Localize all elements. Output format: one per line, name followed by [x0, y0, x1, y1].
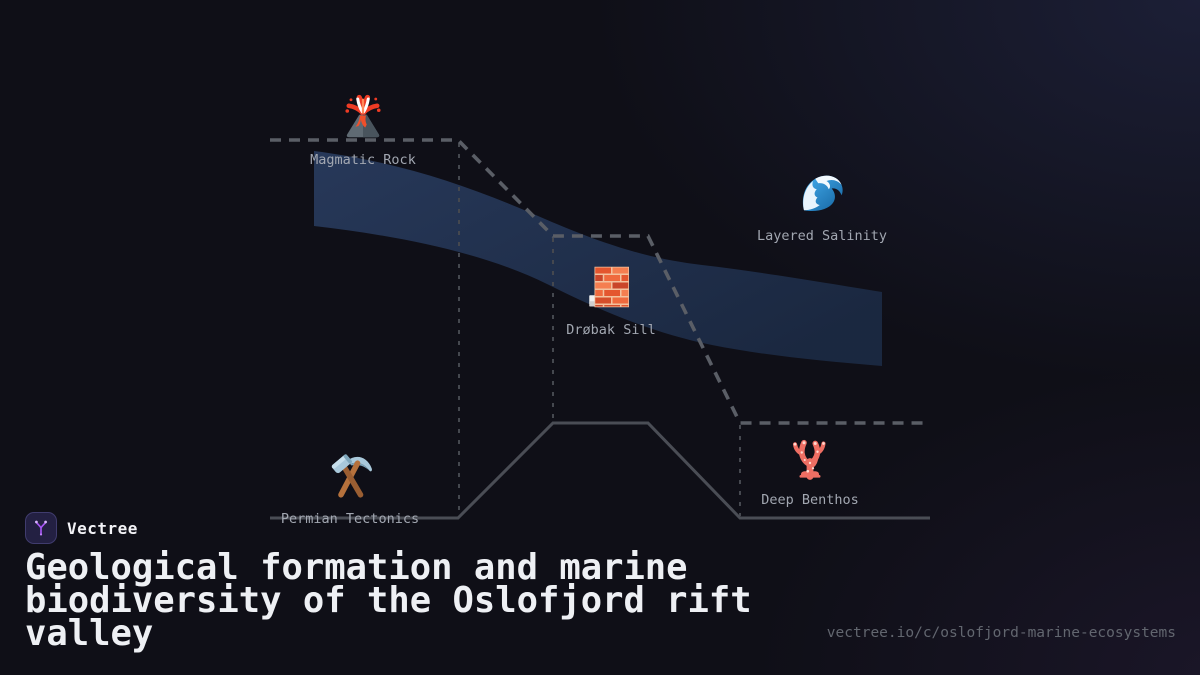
- node-drobak-sill: Drøbak Sill: [491, 260, 731, 339]
- node-label-magmatic-rock: Magmatic Rock: [310, 152, 416, 168]
- node-label-permian-tectonics: Permian Tectonics: [280, 511, 420, 527]
- coral-icon: [783, 430, 837, 484]
- node-deep-benthos: Deep Benthos: [690, 430, 930, 509]
- seafloor-profile-line: [270, 421, 930, 520]
- page-url: vectree.io/c/oslofjord-marine-ecosystems: [826, 625, 1176, 641]
- node-layered-salinity: Layered Salinity: [702, 166, 942, 245]
- vectree-branch-icon: [35, 520, 47, 536]
- water-wave-icon: [795, 166, 849, 220]
- brand-row: Vectree: [25, 512, 138, 544]
- water-ribbon: [314, 151, 882, 366]
- node-label-layered-salinity: Layered Salinity: [756, 228, 888, 244]
- brick-wall-icon: [584, 260, 638, 314]
- boundary-dashed-path: [270, 138, 930, 425]
- vectree-logo: [25, 512, 57, 544]
- brand-name: Vectree: [67, 518, 138, 538]
- node-label-drobak-sill: Drøbak Sill: [566, 322, 656, 338]
- volcano-icon: [336, 90, 390, 144]
- node-label-deep-benthos: Deep Benthos: [761, 492, 859, 508]
- hammer-and-pick-icon: [323, 449, 377, 503]
- page-title: Geological formation and marine biodiver…: [25, 547, 752, 654]
- node-magmatic-rock: Magmatic Rock: [243, 90, 483, 169]
- node-permian-tectonics: Permian Tectonics: [230, 449, 470, 528]
